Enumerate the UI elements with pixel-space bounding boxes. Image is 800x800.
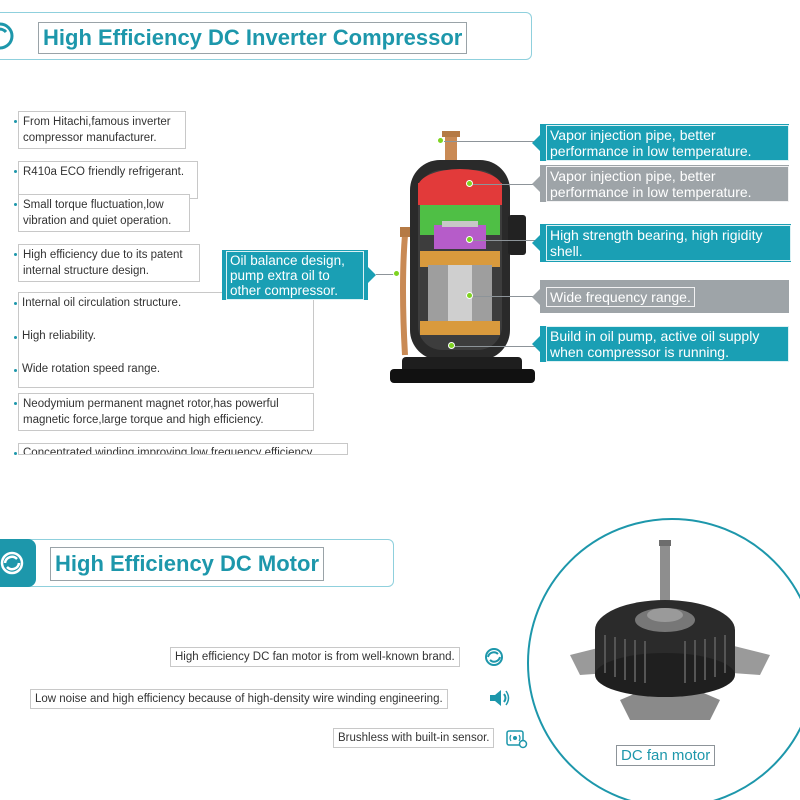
speaker-icon: [490, 690, 510, 706]
feature-item: Neodymium permanent magnet rotor,has pow…: [18, 393, 314, 431]
oil-pump-callout: Build in oil pump, active oil supply whe…: [532, 326, 789, 362]
bullet-marker: [14, 203, 17, 206]
callout-arrow: [532, 134, 540, 151]
marker-dot: [466, 292, 473, 299]
feature-item: Concentrated winding improving low frequ…: [18, 443, 348, 455]
motor-feature-item: High efficiency DC fan motor is from wel…: [170, 647, 460, 667]
lead-line: [473, 296, 536, 297]
bullet-marker: [14, 170, 17, 173]
oil-lead-line: [376, 274, 398, 275]
callout-text: Build in oil pump, active oil supply whe…: [546, 326, 789, 362]
lead-line: [473, 240, 536, 241]
callout-arrow: [532, 235, 540, 251]
bullet-marker: [14, 302, 17, 305]
vapor-injection-callout: Vapor injection pipe, better performance…: [532, 124, 789, 161]
callout-text: Wide frequency range.: [546, 286, 695, 307]
callout-text: High strength bearing, high rigidity she…: [546, 225, 791, 261]
compressor-title: High Efficiency DC Inverter Compressor: [38, 22, 468, 54]
bullet-marker: [14, 402, 17, 405]
callout-arrow: [532, 336, 540, 352]
motor-feature-item: Brushless with built-in sensor.: [333, 728, 495, 748]
bullet-marker: [14, 452, 17, 455]
feature-item: Wide rotation speed range.: [22, 363, 161, 375]
compressor-header-swirl-icon: [0, 22, 14, 50]
compressor-illustration: [390, 131, 535, 383]
oil-balance-callout: Oil balance design, pump extra oil to ot…: [222, 250, 376, 300]
marker-dot: [393, 270, 400, 277]
oil-balance-text: Oil balance design, pump extra oil to ot…: [226, 250, 364, 300]
marker-dot: [466, 180, 473, 187]
callout-arrow: [368, 267, 376, 283]
feature-group-box: [18, 292, 314, 388]
callout-arrow: [532, 175, 540, 192]
vapor-injection-callout-grey: Vapor injection pipe, better performance…: [532, 165, 789, 202]
bearing-callout: High strength bearing, high rigidity she…: [532, 224, 791, 262]
swirl-icon: [485, 648, 503, 666]
feature-item: High reliability.: [22, 330, 96, 342]
callout-arrow: [532, 288, 540, 305]
feature-item: High efficiency due to its patent intern…: [18, 244, 200, 282]
motor-image-label: DC fan motor: [616, 745, 716, 766]
callout-text: Vapor injection pipe, better performance…: [546, 165, 789, 202]
marker-dot: [437, 137, 444, 144]
motor-feature-item: Low noise and high efficiency because of…: [30, 689, 448, 709]
marker-dot: [466, 236, 473, 243]
lead-line: [455, 346, 536, 347]
motor-header-swirl-icon: [0, 551, 24, 575]
marker-dot: [448, 342, 455, 349]
callout-text: Vapor injection pipe, better performance…: [546, 124, 789, 161]
feature-item: Small torque fluctuation,low vibration a…: [18, 194, 190, 232]
bullet-marker: [14, 369, 17, 372]
lead-line: [444, 141, 536, 142]
motor-title: High Efficiency DC Motor: [50, 547, 325, 581]
lead-line: [473, 184, 536, 185]
frequency-callout: Wide frequency range.: [532, 280, 789, 313]
bullet-marker: [14, 253, 17, 256]
bullet-marker: [14, 120, 17, 123]
feature-item: From Hitachi,famous inverter compressor …: [18, 111, 186, 149]
sensor-icon: [506, 730, 528, 749]
dc-fan-motor-illustration: [570, 540, 770, 720]
bullet-marker: [14, 336, 17, 339]
feature-item: Internal oil circulation structure.: [22, 297, 182, 309]
